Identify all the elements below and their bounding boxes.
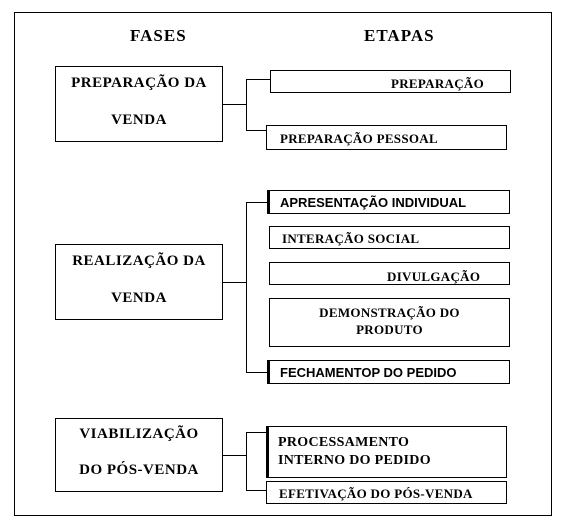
header-etapas: ETAPAS xyxy=(364,26,435,45)
phase-label-line2: VENDA xyxy=(111,290,167,306)
step-efetivacao-do-pos-venda: EFETIVAÇÃO DO PÓS-VENDA xyxy=(266,481,507,504)
connector xyxy=(246,490,266,491)
header-fases: FASES xyxy=(130,26,187,45)
connector xyxy=(223,104,247,105)
connector xyxy=(223,282,247,283)
step-preparacao: PREPARAÇÃO xyxy=(270,70,511,93)
phase-realizacao-da-venda: REALIZAÇÃO DA VENDA xyxy=(55,244,223,320)
step-label: EFETIVAÇÃO DO PÓS-VENDA xyxy=(279,486,473,501)
phase-label-line1: VIABILIZAÇÃO xyxy=(79,426,199,442)
step-label-line2: INTERNO DO PEDIDO xyxy=(278,453,431,468)
connector xyxy=(246,372,270,373)
step-label-line1: DEMONSTRAÇÃO DO xyxy=(319,305,460,320)
step-label: PREPARAÇÃO xyxy=(391,76,485,91)
phase-preparacao-da-venda: PREPARAÇÃO DA VENDA xyxy=(55,66,223,142)
phase-label-line2: VENDA xyxy=(111,112,167,128)
step-apresentacao-individual: APRESENTAÇÃO INDIVIDUAL xyxy=(267,190,510,214)
step-fechamento-do-pedido: FECHAMENTOP DO PEDIDO xyxy=(267,360,510,384)
step-preparacao-pessoal: PREPARAÇÃO PESSOAL xyxy=(266,125,507,150)
step-label: FECHAMENTOP DO PEDIDO xyxy=(280,365,457,380)
phase-viabilizacao-do-pos-venda: VIABILIZAÇÃO DO PÓS-VENDA xyxy=(55,418,223,492)
step-label: INTERAÇÃO SOCIAL xyxy=(282,231,420,246)
step-label-line2: PRODUTO xyxy=(356,322,423,337)
step-label-line1: PROCESSAMENTO xyxy=(278,435,410,450)
connector xyxy=(246,202,270,203)
step-processamento-interno-do-pedido: PROCESSAMENTO INTERNO DO PEDIDO xyxy=(266,426,507,478)
step-label: PREPARAÇÃO PESSOAL xyxy=(280,131,438,146)
step-demonstracao-do-produto: DEMONSTRAÇÃO DO PRODUTO xyxy=(269,298,510,347)
connector xyxy=(246,202,247,373)
connector xyxy=(246,432,266,433)
diagram-frame xyxy=(14,12,552,516)
step-interacao-social: INTERAÇÃO SOCIAL xyxy=(269,226,510,249)
phase-label-line1: PREPARAÇÃO DA xyxy=(71,75,207,91)
step-label: DIVULGAÇÃO xyxy=(387,269,481,284)
connector xyxy=(246,79,247,131)
phase-label-line2: DO PÓS-VENDA xyxy=(79,462,199,478)
step-label: APRESENTAÇÃO INDIVIDUAL xyxy=(280,195,467,210)
phase-label-line1: REALIZAÇÃO DA xyxy=(72,253,206,269)
connector xyxy=(223,455,247,456)
connector xyxy=(246,130,270,131)
connector xyxy=(246,432,247,491)
connector xyxy=(246,79,270,80)
step-divulgacao: DIVULGAÇÃO xyxy=(269,262,510,285)
